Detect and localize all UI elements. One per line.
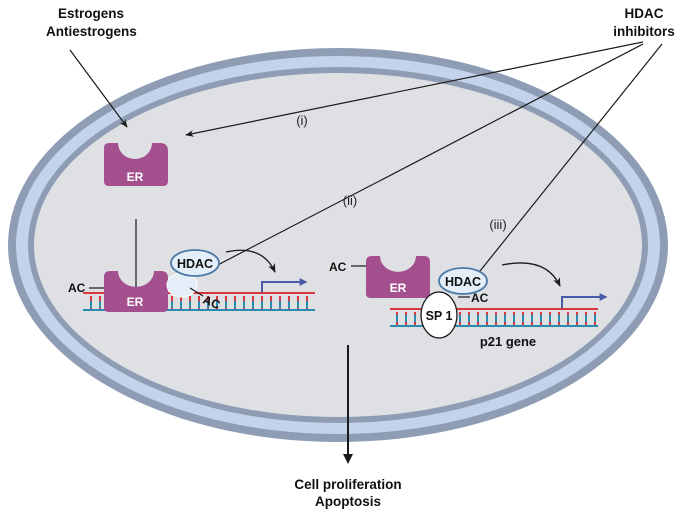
cytoplasm (34, 73, 642, 417)
arrow-pathway-ii (209, 43, 644, 270)
label-ac-hdac-left: AC (201, 293, 223, 313)
er-label: ER (390, 281, 407, 295)
cell-membrane (8, 48, 668, 442)
promoter-arrow-left (261, 278, 308, 292)
label-hdac-inhibitors-line2: inhibitors (613, 24, 675, 39)
arrow-estrogen-entry (69, 49, 128, 128)
arrow-pathway-iii (471, 43, 663, 282)
er-protein-bound-left: ER (104, 271, 168, 312)
label-pathway-i: (i) (296, 113, 308, 128)
label-ac-er-right: AC (329, 260, 347, 274)
er-label: ER (127, 295, 144, 309)
promoter-arrow-right (561, 293, 608, 308)
label-sp1: SP 1 (426, 309, 453, 323)
label-antiestrogens: Antiestrogens (46, 24, 137, 39)
arrow-transcription-curve-right (501, 262, 561, 287)
er-protein-free: ER (104, 143, 168, 186)
hdac-ellipse-left (170, 249, 220, 277)
label-hdac-left: HDAC (177, 257, 213, 271)
label-ac-sp1: AC (471, 291, 489, 305)
er-protein-right: ER (366, 256, 430, 298)
label-pathway-ii: (ii) (343, 193, 357, 208)
label-outcome-apoptosis: Apoptosis (315, 494, 381, 509)
label-p21-gene: p21 gene (480, 334, 536, 349)
er-label: ER (127, 170, 144, 184)
arrow-transcription-curve-left (225, 249, 276, 273)
label-hdac-right: HDAC (445, 275, 481, 289)
sp1-protein (420, 291, 458, 339)
label-outcome-proliferation: Cell proliferation (294, 477, 401, 492)
acetyl-bond (189, 287, 204, 297)
hdac-ellipse-right (438, 267, 488, 295)
label-estrogens: Estrogens (58, 6, 124, 21)
label-ac-er-left: AC (68, 281, 86, 295)
label-pathway-iii: (iii) (489, 217, 506, 232)
label-hdac-inhibitors-line1: HDAC (625, 6, 664, 21)
arrow-pathway-i (185, 41, 644, 137)
